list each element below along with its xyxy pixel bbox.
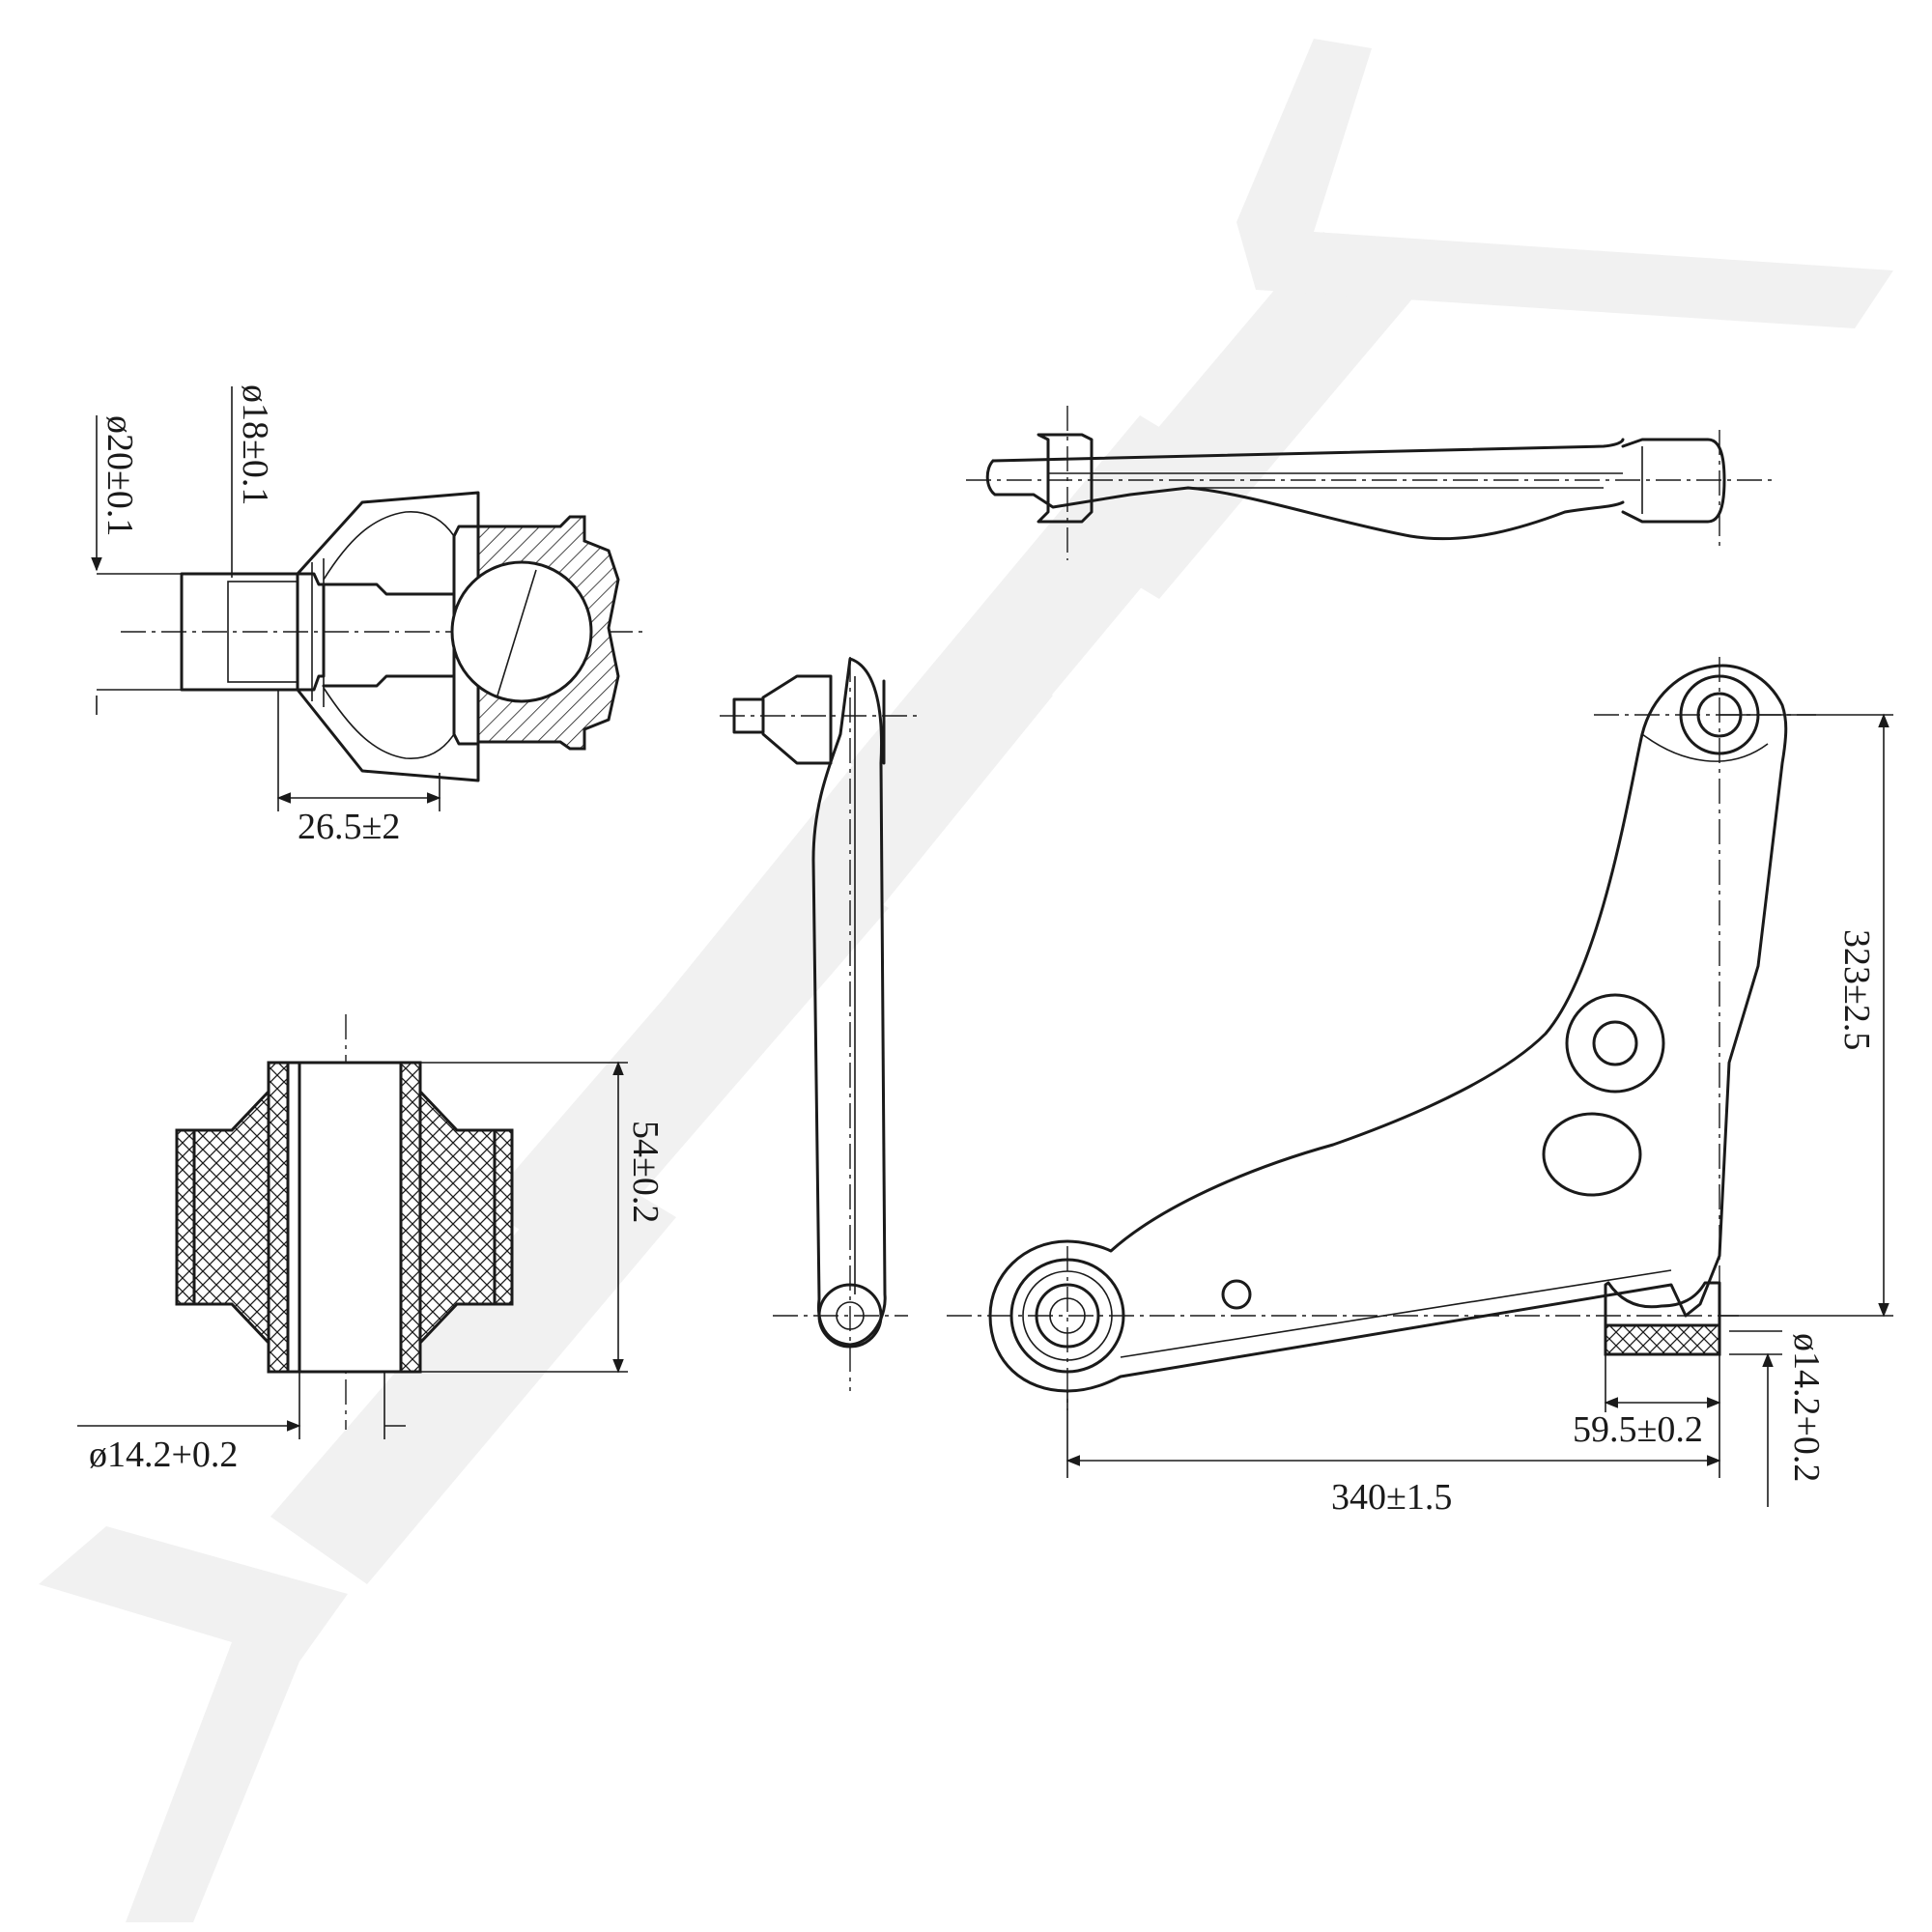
ball-joint-outer-diameter-label: ø20±0.1	[99, 415, 140, 536]
arm-top-view	[966, 406, 1777, 560]
ball-joint-section	[91, 386, 647, 811]
arm-height-label: 323±2.5	[1836, 929, 1877, 1050]
rear-bushing-bore-label: ø14.2+0.2	[1786, 1333, 1827, 1482]
ball-joint-length-label: 26.5±2	[298, 807, 400, 847]
bushing-section	[77, 1014, 628, 1439]
ball-joint-inner-diameter-label: ø18±0.1	[235, 384, 275, 505]
arm-front-view	[947, 657, 1893, 1507]
bushing-bore-label: ø14.2+0.2	[89, 1435, 238, 1475]
rear-bushing-width-label: 59.5±0.2	[1573, 1409, 1703, 1450]
arm-length-label: 340±1.5	[1331, 1477, 1452, 1518]
watermark-logo	[39, 39, 1893, 1922]
arm-side-view	[720, 657, 923, 1391]
bushing-width-label: 54±0.2	[625, 1121, 666, 1223]
